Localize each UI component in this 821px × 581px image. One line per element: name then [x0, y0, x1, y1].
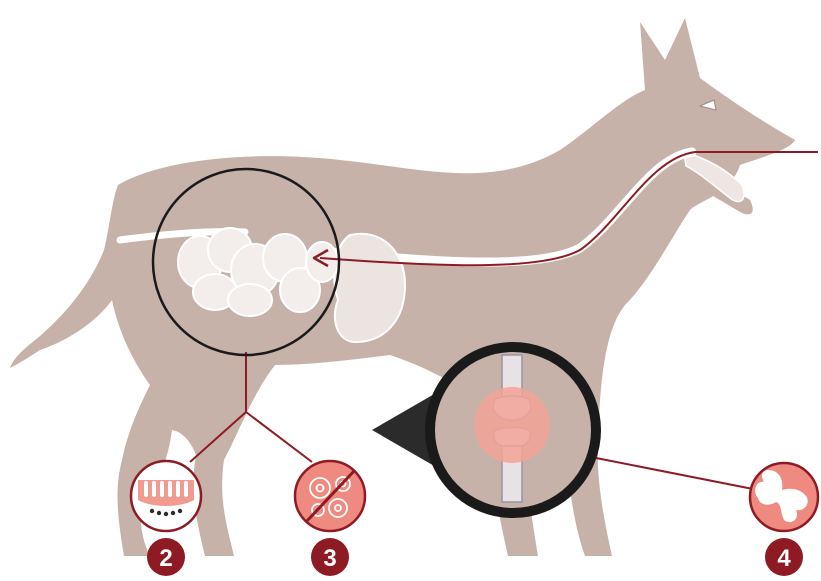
marker-joint: [750, 463, 818, 531]
badge-4: 4: [765, 538, 803, 576]
badge-2-label: 2: [159, 545, 172, 572]
marker-intestinal-villi: [131, 461, 201, 531]
badge-3: 3: [311, 538, 349, 576]
badge-3-label: 3: [323, 545, 336, 572]
joint-connector: [596, 458, 758, 490]
joint-zoom: [372, 347, 596, 513]
inflammation-glow: [474, 387, 550, 463]
badge-4-label: 4: [777, 545, 791, 572]
marker-cells-crossed: [295, 461, 365, 531]
badge-2: 2: [147, 538, 185, 576]
